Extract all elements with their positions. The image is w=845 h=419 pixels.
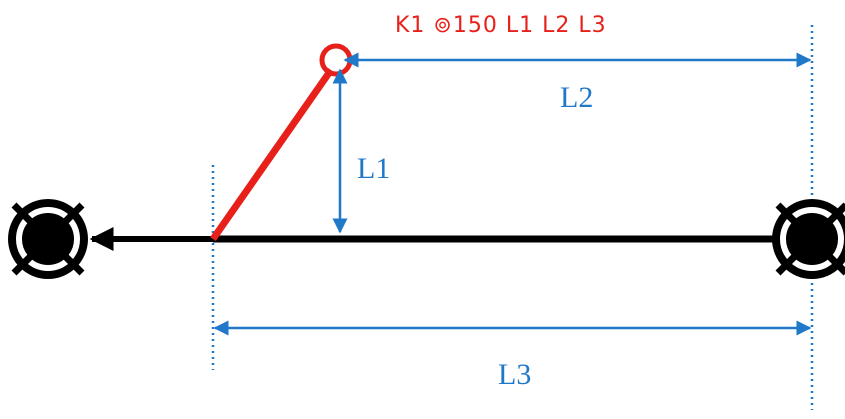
branch-pipe-line <box>210 67 334 242</box>
manhole-icon <box>8 199 88 279</box>
manhole-icon <box>772 199 845 279</box>
dimension-label-l1: L1 <box>357 152 390 185</box>
dimension-label-l2: L2 <box>560 81 593 114</box>
dimension-label-l3: L3 <box>498 358 531 391</box>
header-label: K1 ⊚150 L1 L2 L3 <box>395 13 607 38</box>
